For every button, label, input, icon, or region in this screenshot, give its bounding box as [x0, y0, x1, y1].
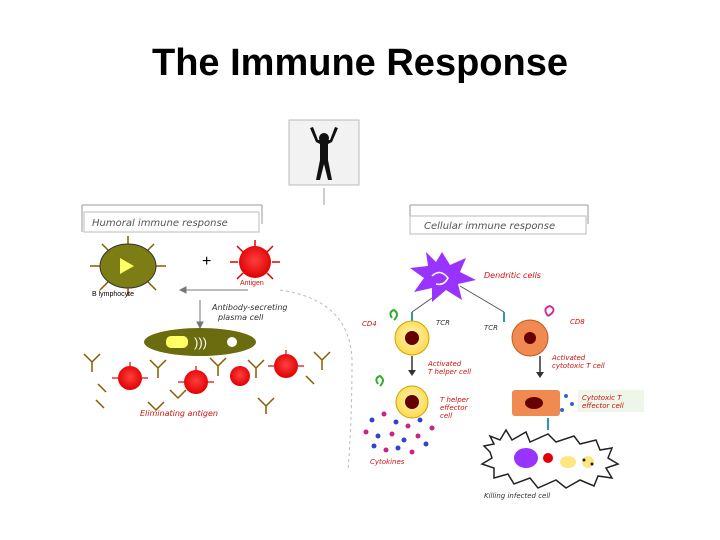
- helper-effector-cell: T helper effector cell: [375, 374, 470, 420]
- humoral-header: Humoral immune response: [83, 211, 260, 233]
- killing-label: Killing infected cell: [484, 492, 550, 500]
- page-title: The Immune Response: [152, 42, 568, 84]
- cyt-effector-label-1: Cytotoxic T: [582, 394, 622, 402]
- humoral-arrows: [178, 286, 248, 330]
- cytokine-dots: Cytokines: [363, 411, 435, 466]
- antigen-label: Antigen: [240, 280, 264, 287]
- helper-label-2: T helper cell: [428, 368, 471, 376]
- eliminating-label: Eliminating antigen: [140, 409, 218, 418]
- cellular-header: Cellular immune response: [409, 215, 587, 235]
- plasma-label-1: Antibody-secreting: [211, 303, 288, 312]
- dendritic-cell: Dendritic cells: [410, 252, 541, 313]
- plus-sign: +: [202, 253, 211, 270]
- cytotoxic-label-1: Activated: [551, 354, 586, 362]
- athlete-figure-image: [288, 119, 360, 186]
- plasma-cell: Antibody-secreting plasma cell ))): [144, 303, 288, 356]
- cd8-label: CD8: [570, 318, 585, 326]
- svg-text:))): ))): [194, 335, 207, 350]
- tcr2-label: TCR: [484, 324, 498, 332]
- humoral-heading: Humoral immune response: [92, 218, 228, 229]
- cytotoxic-effector-cell: Cytotoxic T effector cell: [512, 390, 644, 430]
- branch-connectors: [81, 188, 589, 232]
- tcr-label: TCR: [436, 319, 450, 327]
- cytotoxic-label-2: cytotoxic T cell: [552, 362, 605, 370]
- eliminating-antigen-cluster: Eliminating antigen: [83, 350, 331, 418]
- cellular-heading: Cellular immune response: [424, 221, 555, 232]
- cyt-effector-label-2: effector cell: [582, 402, 624, 410]
- plasma-label-2: plasma cell: [217, 313, 264, 322]
- cd4-label: CD4: [362, 320, 377, 328]
- helper-t-cell: CD4 TCR Activated T helper cell: [362, 308, 471, 376]
- b-lymphocyte-label: B lymphocyte: [92, 291, 134, 298]
- effector-label-2: effector: [440, 404, 469, 412]
- helper-label-1: Activated: [427, 360, 462, 368]
- antigen-cell: Antigen: [230, 240, 280, 287]
- dashed-divider: [279, 289, 353, 471]
- dendritic-label: Dendritic cells: [484, 271, 541, 280]
- infected-cell: Killing infected cell: [480, 428, 620, 500]
- b-lymphocyte: B lymphocyte: [90, 236, 166, 298]
- effector-label-3: cell: [440, 412, 452, 420]
- cytokines-label: Cytokines: [370, 458, 405, 466]
- effector-label-1: T helper: [440, 396, 470, 404]
- cytotoxic-t-cell: CD8 TCR Activated cytotoxic T cell: [484, 304, 605, 378]
